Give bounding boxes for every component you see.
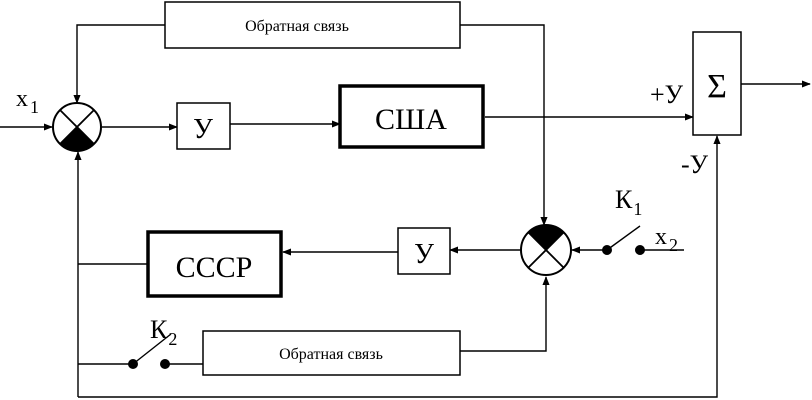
k1-label: К1 — [615, 185, 642, 219]
top-comparator-icon — [52, 102, 102, 152]
bottom-feedback-label: Обратная связь — [279, 346, 383, 363]
top-feedback-label: Обратная связь — [245, 18, 349, 35]
ussr-block: СССР — [146, 230, 283, 298]
top-amplifier-block: У — [176, 102, 231, 150]
bottom-amplifier-label: У — [414, 239, 434, 270]
bottom-amplifier-block: У — [397, 227, 451, 275]
top-feedback-block: Обратная связь — [164, 1, 461, 49]
usa-label: США — [375, 103, 447, 136]
sum-label: Σ — [707, 68, 727, 105]
top-feedback-wire-right — [460, 24, 545, 117]
bottom-comparator-icon — [520, 224, 572, 276]
top-feedback-wire-left — [73, 24, 165, 104]
bottom-feedback-wire — [460, 276, 550, 352]
k2-label: К2 — [150, 315, 177, 349]
ussr-label: СССР — [176, 251, 253, 284]
k1-switch-blade — [606, 225, 641, 251]
plus-y-label: +У — [650, 80, 684, 109]
k1-contact-left — [602, 245, 612, 255]
bottom-loop-to-sum-wire — [78, 135, 721, 398]
top-amplifier-label: У — [193, 114, 213, 145]
minus-y-label: -У — [681, 150, 709, 179]
k2-contact-left — [128, 359, 138, 369]
usa-block: США — [338, 84, 485, 149]
bottom-feedback-block: Обратная связь — [202, 330, 461, 376]
k2-switch-blade — [132, 333, 172, 365]
k2-contact-right — [160, 359, 170, 369]
k1-contact-right — [635, 245, 645, 255]
sum-block: Σ — [692, 31, 742, 136]
